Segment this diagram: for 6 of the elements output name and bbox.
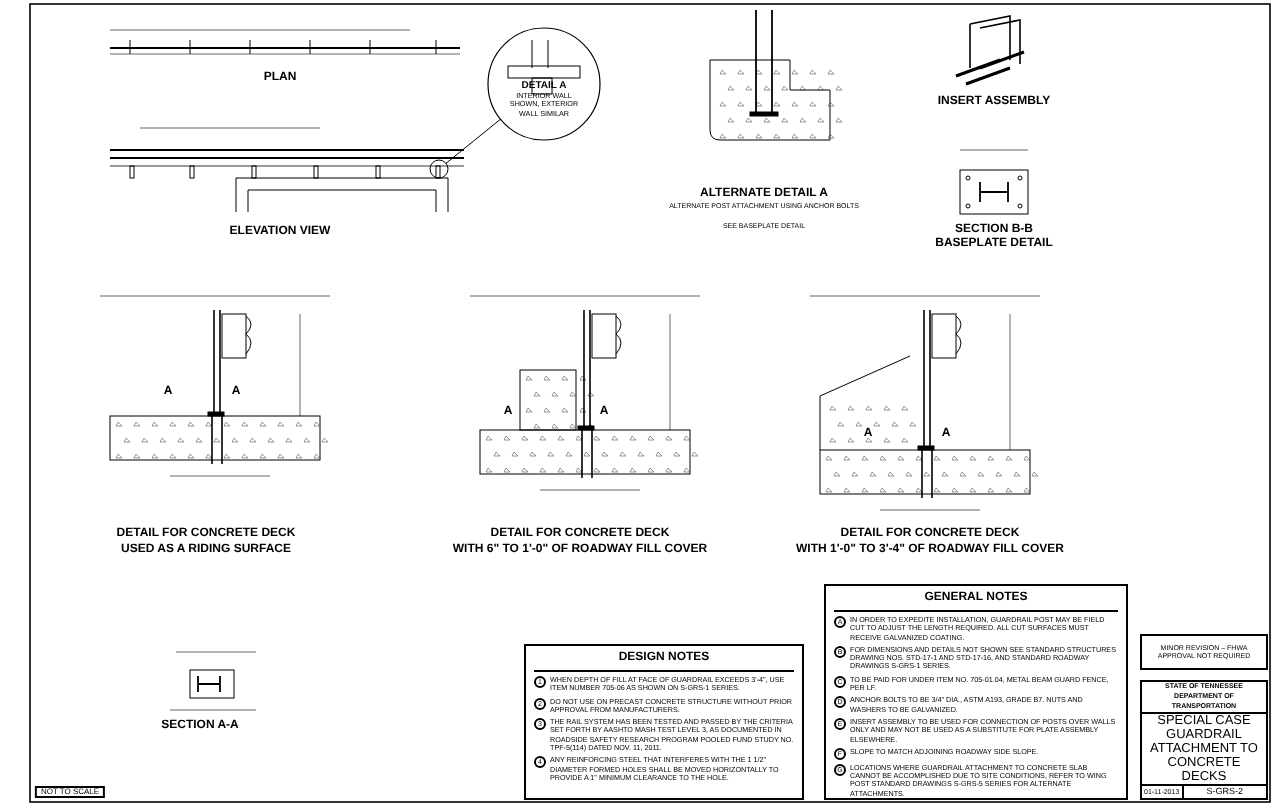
revision-box [1140,634,1268,670]
title-block [1140,680,1268,800]
leader-line [445,118,501,164]
detail-callout-circle [429,159,449,179]
notes-panel [824,584,1128,800]
notes-panel [524,644,804,800]
